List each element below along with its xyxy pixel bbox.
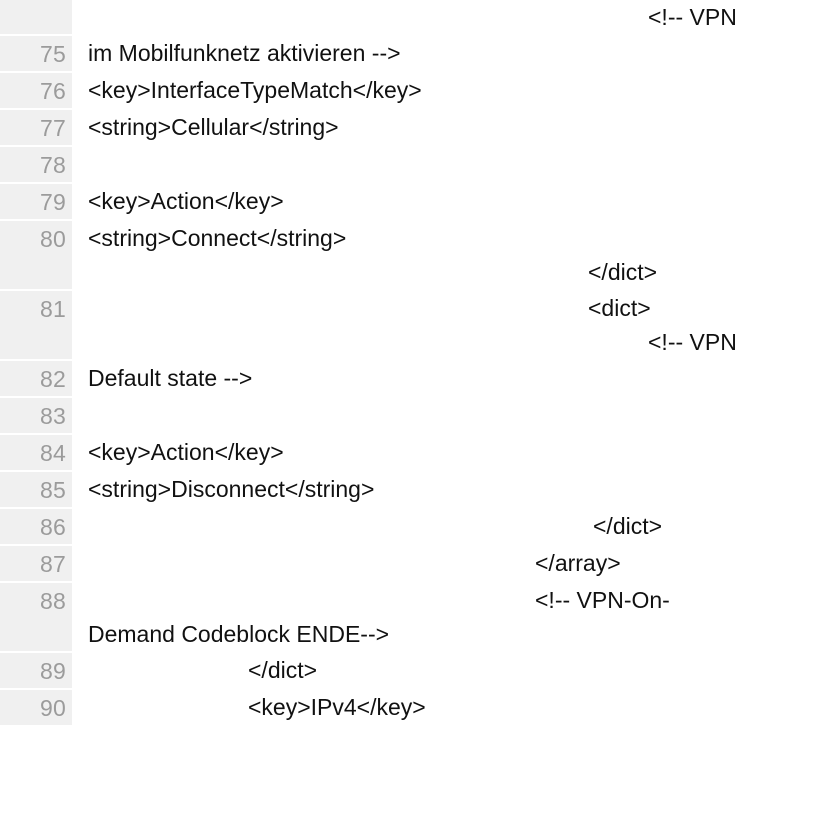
code-line[interactable]: 83 — [0, 398, 828, 435]
code-line[interactable]: 90 <key>IPv4</key> — [0, 690, 828, 727]
line-content[interactable] — [72, 147, 828, 181]
code-line[interactable]: 84 <key>Action</key> — [0, 435, 828, 472]
code-segment: <key>Action</key> — [88, 188, 284, 214]
code-line[interactable]: 75 im Mobilfunknetz aktivieren --> — [0, 36, 828, 73]
line-content[interactable] — [72, 398, 828, 432]
line-content[interactable]: </dict> — [72, 509, 828, 543]
code-segment: <key>InterfaceTypeMatch</key> — [88, 77, 422, 103]
line-content[interactable]: <string>Disconnect</string> — [72, 472, 828, 506]
code-segment: Default state --> — [88, 365, 253, 391]
code-line[interactable]: 87 </array> — [0, 546, 828, 583]
code-line[interactable]: 88 <!-- VPN-On- Demand Codeblock ENDE--> — [0, 583, 828, 653]
code-segment-wrapped: </dict> — [588, 259, 658, 285]
line-number: 82 — [0, 361, 72, 396]
line-content[interactable]: <string>Connect</string> </dict> — [72, 221, 828, 289]
line-number: 75 — [0, 36, 72, 71]
line-number: 90 — [0, 690, 72, 725]
code-line[interactable]: 86 </dict> — [0, 509, 828, 546]
line-number: 78 — [0, 147, 72, 182]
line-number: 84 — [0, 435, 72, 470]
line-number: 77 — [0, 110, 72, 145]
line-number: 89 — [0, 653, 72, 688]
code-line[interactable]: 76 <key>InterfaceTypeMatch</key> — [0, 73, 828, 110]
code-line[interactable]: 81 <dict> <!-- VPN — [0, 291, 828, 361]
line-number: 87 — [0, 546, 72, 581]
line-content[interactable]: im Mobilfunknetz aktivieren --> — [72, 36, 828, 70]
line-number: 76 — [0, 73, 72, 108]
code-segment: </array> — [535, 550, 621, 576]
line-content[interactable]: <dict> <!-- VPN — [72, 291, 828, 359]
code-segment-wrapped: Demand Codeblock ENDE--> — [88, 621, 390, 647]
code-segment — [88, 398, 824, 432]
line-content[interactable]: </array> — [72, 546, 828, 580]
code-segment: <string>Cellular</string> — [88, 114, 339, 140]
line-number: 79 — [0, 184, 72, 219]
code-segment: <!-- VPN-On- — [535, 587, 670, 613]
code-segment: <key>IPv4</key> — [248, 694, 426, 720]
line-content[interactable]: Default state --> — [72, 361, 828, 395]
line-number: 86 — [0, 509, 72, 544]
line-number: 80 — [0, 221, 72, 289]
line-content[interactable]: <string>Cellular</string> — [72, 110, 828, 144]
code-line[interactable]: 85 <string>Disconnect</string> — [0, 472, 828, 509]
code-segment: <dict> — [588, 295, 651, 321]
code-line[interactable]: 82 Default state --> — [0, 361, 828, 398]
line-content[interactable]: <key>Action</key> — [72, 184, 828, 218]
line-content[interactable]: <key>Action</key> — [72, 435, 828, 469]
code-line[interactable]: 80 <string>Connect</string> </dict> — [0, 221, 828, 291]
code-segment: <!-- VPN — [648, 4, 737, 30]
code-segment: </dict> — [248, 657, 318, 683]
code-segment: <string>Connect</string> — [88, 225, 347, 251]
code-segment-wrapped: <!-- VPN — [648, 329, 737, 355]
code-line[interactable]: 77 <string>Cellular</string> — [0, 110, 828, 147]
line-number-gutter — [0, 0, 72, 34]
line-content[interactable]: <!-- VPN-On- Demand Codeblock ENDE--> — [72, 583, 828, 651]
line-number: 81 — [0, 291, 72, 359]
code-segment: <string>Disconnect</string> — [88, 476, 375, 502]
line-content[interactable]: <key>IPv4</key> — [72, 690, 828, 724]
code-line[interactable]: 79 <key>Action</key> — [0, 184, 828, 221]
code-segment: </dict> — [593, 513, 663, 539]
code-line[interactable]: 78 — [0, 147, 828, 184]
code-segment: <key>Action</key> — [88, 439, 284, 465]
line-number: 88 — [0, 583, 72, 651]
line-content[interactable]: <key>InterfaceTypeMatch</key> — [72, 73, 828, 107]
line-content[interactable]: <!-- VPN — [72, 0, 828, 34]
line-content[interactable]: </dict> — [72, 653, 828, 687]
code-line[interactable]: 89 </dict> — [0, 653, 828, 690]
code-line-overflow-top[interactable]: <!-- VPN — [0, 0, 828, 36]
line-number: 83 — [0, 398, 72, 433]
code-segment: im Mobilfunknetz aktivieren --> — [88, 40, 401, 66]
code-segment — [88, 147, 824, 181]
line-number: 85 — [0, 472, 72, 507]
